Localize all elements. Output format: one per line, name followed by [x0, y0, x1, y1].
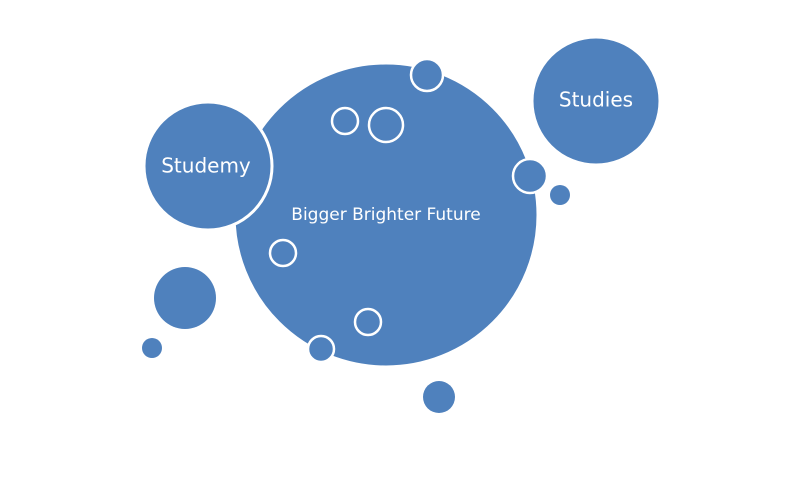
bubble-solid-1	[550, 185, 570, 205]
bubble-solid-4	[423, 381, 455, 413]
bubble-hollow-2	[367, 106, 405, 144]
studemy-label: Studemy	[161, 154, 251, 178]
bubble-edge-top	[409, 57, 445, 93]
bubble-hollow-3	[268, 238, 298, 268]
bubble-hollow-1	[330, 106, 360, 136]
bubble-solid-2	[154, 267, 216, 329]
bubble-edge-right	[511, 157, 549, 195]
main-circle-label: Bigger Brighter Future	[291, 205, 480, 225]
studies-label: Studies	[559, 88, 633, 112]
studies-circle	[530, 35, 662, 167]
bubble-solid-3	[142, 338, 162, 358]
studemy-circle	[142, 100, 274, 232]
bubble-hollow-4	[353, 307, 383, 337]
bubble-edge-bottom	[306, 334, 336, 364]
